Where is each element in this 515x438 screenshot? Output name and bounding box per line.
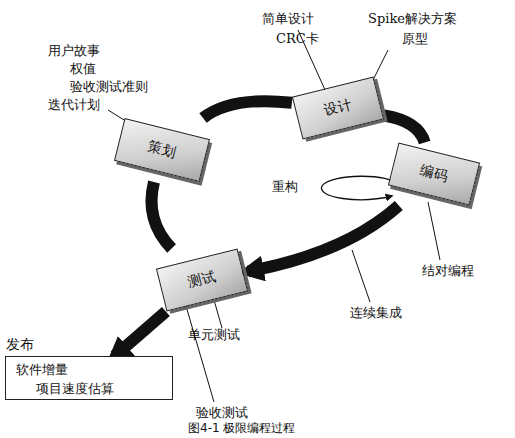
release-item: 项目速度估算 xyxy=(36,380,114,398)
phase-name: 设计 xyxy=(322,96,354,120)
practice-label: CRC卡 xyxy=(276,30,319,48)
leader-line xyxy=(428,202,440,260)
practice-label: 迭代计划 xyxy=(48,96,100,114)
practice-label: 权值 xyxy=(70,60,96,78)
cycle-arrow xyxy=(151,182,171,249)
release-box: 发布软件增量项目速度估算 xyxy=(5,356,173,400)
release-item: 软件增量 xyxy=(16,361,68,379)
practice-label: 验收测试准则 xyxy=(70,78,148,96)
practice-label: 连续集成 xyxy=(350,304,402,322)
practice-label: 原型 xyxy=(402,30,428,48)
practice-label: 重构 xyxy=(272,178,298,196)
phase-name: 编码 xyxy=(418,162,450,186)
practice-label: 结对编程 xyxy=(422,262,474,280)
phase-card: 策划 xyxy=(114,118,210,182)
cycle-arrow xyxy=(203,101,292,118)
phase-card: 测试 xyxy=(156,248,248,311)
phase-name: 策划 xyxy=(146,138,178,162)
phase-card: 编码 xyxy=(388,142,480,205)
release-heading: 发布 xyxy=(6,336,34,354)
cycle-arrow xyxy=(384,116,425,143)
leader-line xyxy=(214,300,222,328)
leader-line xyxy=(352,250,370,302)
practice-label: 验收测试 xyxy=(196,404,248,422)
cycle-arrow xyxy=(115,312,166,357)
leader-line xyxy=(186,306,214,402)
figure-caption: 图4-1 极限编程过程 xyxy=(188,420,295,437)
phase-card: 设计 xyxy=(292,76,384,139)
cycle-arrow xyxy=(248,206,399,272)
phase-name: 测试 xyxy=(186,268,218,292)
practice-label: 用户故事 xyxy=(48,42,100,60)
practice-label: Spike解决方案 xyxy=(368,10,457,28)
practice-label: 单元测试 xyxy=(188,326,240,344)
practice-label: 简单设计 xyxy=(262,10,314,28)
